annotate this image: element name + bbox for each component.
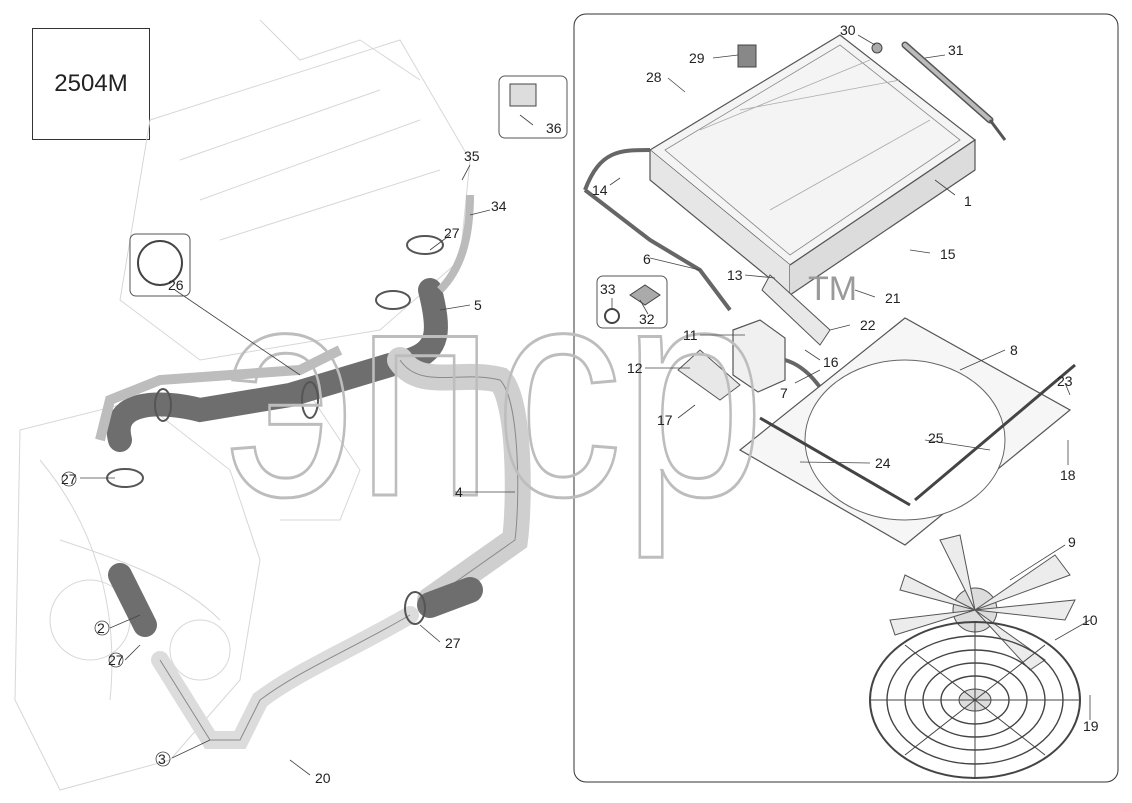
callout-14: 14 [592, 182, 608, 198]
callout-35: 35 [464, 148, 480, 164]
callout-10: 10 [1082, 612, 1098, 628]
expansion-tank [583, 148, 852, 451]
callout-3: 3 [158, 751, 166, 767]
diagram-code: 2504M [54, 70, 128, 97]
callout-30: 30 [840, 22, 856, 38]
radiator [648, 34, 977, 297]
callout-23: 23 [1057, 373, 1073, 389]
assembly-frame [573, 13, 1119, 783]
detail-insets [129, 75, 668, 329]
callout-16: 16 [823, 354, 839, 370]
callout-31: 31 [948, 42, 964, 58]
callout-12: 12 [627, 360, 643, 376]
callout-25: 25 [928, 430, 944, 446]
diagram-code-box: 2504M [32, 28, 150, 140]
callout-29: 29 [689, 50, 705, 66]
engine-background-sketch [14, 19, 471, 791]
leader-lines [80, 34, 1091, 776]
callout-2: 2 [97, 620, 105, 636]
fan-shroud [738, 317, 1076, 546]
callout-26: 26 [168, 277, 184, 293]
callout-8: 8 [1010, 342, 1018, 358]
gas-strut [871, 41, 1007, 141]
callout-28: 28 [646, 69, 662, 85]
callout-34: 34 [491, 198, 507, 214]
callout-32: 32 [639, 311, 655, 327]
callout-33: 33 [600, 281, 616, 297]
callout-9: 9 [1068, 534, 1076, 550]
callout-11: 11 [683, 327, 698, 343]
callout-1: 1 [964, 193, 972, 209]
watermark: эпср TM [224, 222, 858, 563]
watermark-tm: TM [808, 270, 857, 308]
callout-27-b: 27 [61, 471, 77, 487]
callout-24: 24 [875, 455, 891, 471]
callout-22: 22 [860, 317, 876, 333]
callout-27-c: 27 [445, 635, 461, 651]
callout-13: 13 [727, 267, 743, 283]
callout-7: 7 [780, 385, 788, 401]
callout-36: 36 [546, 120, 562, 136]
fan-guard [869, 621, 1081, 779]
callout-21: 21 [885, 290, 901, 306]
callout-4: 4 [455, 484, 463, 500]
watermark-text: эпср [225, 223, 765, 561]
callout-17: 17 [657, 412, 673, 428]
callout-19: 19 [1083, 718, 1099, 734]
callout-27-a: 27 [444, 225, 460, 241]
callout-15: 15 [940, 246, 956, 262]
fan-blades [889, 534, 1076, 671]
callout-6: 6 [643, 251, 651, 267]
callout-labels: 1 2 3 4 5 6 7 8 9 10 11 12 13 14 15 16 1… [61, 22, 1099, 786]
callout-18: 18 [1060, 467, 1076, 483]
callout-20: 20 [315, 770, 331, 786]
hoses [95, 194, 531, 749]
callout-5: 5 [474, 297, 482, 313]
callout-27-d: 27 [108, 652, 124, 668]
